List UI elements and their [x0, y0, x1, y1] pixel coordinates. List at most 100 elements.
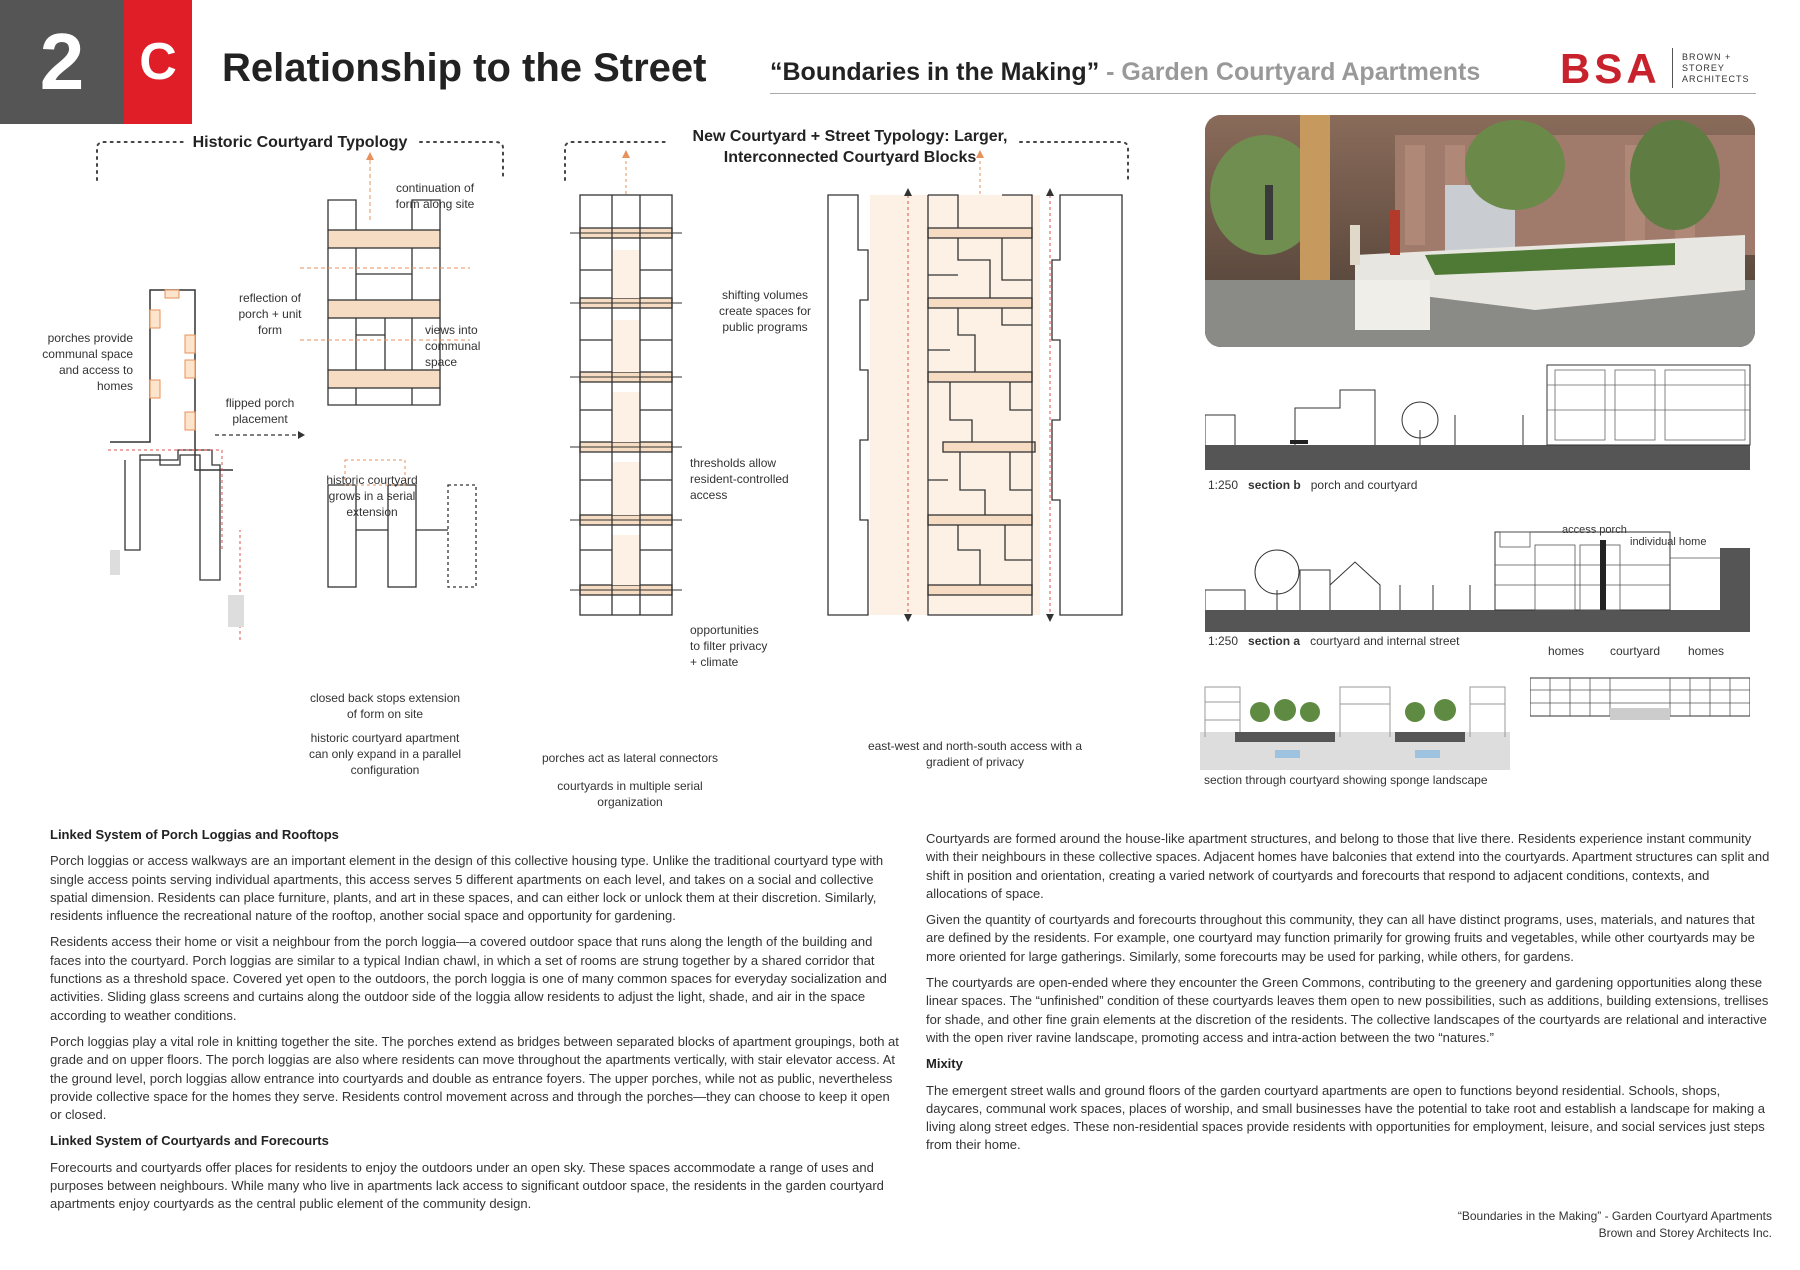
historic-parallel-block [108, 449, 477, 640]
section-b-scale: 1:250 [1208, 478, 1239, 492]
label-parallel-1: historic courtyard apartment [310, 731, 460, 745]
new-typology-header-line2: Interconnected Courtyard Blocks [723, 149, 977, 166]
label-views-2: communal [425, 339, 481, 353]
label-views: views into communal space [425, 322, 505, 370]
body-text-left: Linked System of Porch Loggias and Rooft… [50, 826, 900, 1222]
label-thresholds-3: access [690, 488, 728, 502]
label-parallel: historic courtyard apartment can only ex… [295, 730, 475, 778]
label-courtyard: courtyard [1610, 644, 1661, 658]
label-closed-2: of form on site [346, 707, 424, 721]
label-views-3: space [425, 355, 458, 369]
label-grows-3: extension [346, 505, 398, 519]
historic-typology-header: Historic Courtyard Typology [192, 134, 408, 151]
label-closed-1: closed back stops extension [309, 691, 461, 705]
typology-diagrams [96, 141, 1129, 640]
paragraph-6: Given the quantity of courtyards and for… [926, 912, 1755, 964]
section-b-tree [1401, 401, 1439, 445]
logo-subtext: BROWN + STOREY ARCHITECTS [1682, 52, 1750, 85]
label-thresholds-2: resident-controlled [690, 472, 789, 486]
section-a-tree [1254, 549, 1300, 610]
paragraph-4: Forecourts and courtyards offer places f… [50, 1159, 884, 1212]
courtyard-render-image [1205, 115, 1755, 347]
label-shifting: shifting volumes create spaces for publi… [705, 287, 825, 335]
heading-porch-loggias: Linked System of Porch Loggias and Rooft… [50, 827, 339, 842]
section-b-caption: 1:250 section b porch and courtyard [1208, 478, 1417, 492]
section-b-drawing [1205, 364, 1751, 470]
label-access-2: gradient of privacy [925, 755, 1025, 769]
sheet-number: 2 [0, 0, 124, 124]
label-individual-home: individual home [1630, 536, 1707, 548]
label-reflection-2: porch + unit [238, 307, 302, 321]
heading-mixity: Mixity [926, 1056, 963, 1072]
page-title: Relationship to the Street [222, 46, 707, 90]
footer-credit: “Boundaries in the Making” - Garden Cour… [1458, 1208, 1772, 1242]
label-porches: porches provide communal space and acces… [20, 330, 133, 394]
label-porches-2: communal space [42, 347, 133, 361]
section-b-desc: porch and courtyard [1310, 478, 1418, 492]
label-flipped-1: flipped porch [225, 396, 295, 410]
new-interconnected-block [827, 150, 1123, 622]
new-bracket [564, 141, 1129, 181]
label-shifting-3: public programs [722, 320, 808, 334]
label-thresholds: thresholds allow resident-controlled acc… [690, 455, 810, 503]
paragraph-7: The courtyards are open-ended where they… [926, 975, 1769, 1045]
section-a-drawing [1205, 531, 1750, 632]
subtitle-sub: - Garden Courtyard Apartments [1099, 58, 1481, 86]
logo-line-1: BROWN + [1682, 52, 1732, 62]
homes-courtyard-section [1530, 677, 1750, 720]
body-text-right: Courtyards are formed around the house-l… [926, 830, 1774, 1163]
heading-courtyards-forecourts: Linked System of Courtyards and Forecour… [50, 1133, 329, 1149]
paragraph-3: Porch loggias play a vital role in knitt… [50, 1033, 899, 1123]
label-access-porch: access porch [1562, 524, 1627, 536]
new-typology-header-line1: New Courtyard + Street Typology: Larger, [692, 128, 1008, 145]
sponge-caption: section through courtyard showing sponge… [1204, 773, 1488, 787]
section-a-scale: 1:250 [1208, 634, 1239, 648]
sponge-section-drawing [1200, 686, 1510, 770]
new-typology-header: New Courtyard + Street Typology: Larger,… [670, 126, 1030, 168]
label-views-1: views into [425, 323, 478, 337]
historic-bracket [96, 141, 504, 181]
label-continuation: continuation of form along site [380, 180, 490, 212]
logo-line-3: ARCHITECTS [1682, 74, 1750, 84]
label-filter: opportunities to filter privacy + climat… [690, 622, 800, 670]
label-flipped-2: placement [232, 412, 288, 426]
new-serial-courtyards [570, 150, 682, 616]
label-reflection: reflection of porch + unit form [220, 290, 320, 338]
label-shifting-1: shifting volumes [721, 288, 809, 302]
label-access: east-west and north-south access with a … [840, 738, 1110, 770]
bsa-logo: BSA [1560, 45, 1661, 92]
logo-divider [1672, 48, 1673, 88]
label-filter-3: + climate [690, 655, 739, 669]
label-continuation-1: continuation of [395, 181, 475, 195]
courtyard-render-graphic [1205, 115, 1755, 347]
label-reflection-3: form [258, 323, 282, 337]
label-reflection-1: reflection of [238, 291, 302, 305]
footer-line-1: “Boundaries in the Making” - Garden Cour… [1457, 1209, 1772, 1223]
label-serial-1: courtyards in multiple serial [557, 779, 703, 793]
label-parallel-3: configuration [350, 763, 420, 777]
label-homes-left: homes [1548, 644, 1585, 658]
subtitle-main: “Boundaries in the Making” [770, 58, 1100, 86]
footer-line-2: Brown and Storey Architects Inc. [1598, 1226, 1772, 1240]
sheet-letter: C [124, 0, 192, 124]
project-subtitle: “Boundaries in the Making” - Garden Cour… [770, 58, 1480, 87]
paragraph-5: Courtyards are formed around the house-l… [926, 831, 1770, 901]
label-serial-2: organization [597, 795, 663, 809]
section-a-desc: courtyard and internal street [1310, 634, 1460, 648]
section-a-caption: 1:250 section a courtyard and internal s… [1208, 634, 1460, 648]
label-thresholds-1: thresholds allow [690, 456, 777, 470]
section-b-name: section b [1248, 478, 1301, 492]
label-filter-2: to filter privacy [690, 639, 768, 653]
label-closed: closed back stops extension of form on s… [295, 690, 475, 722]
logo-line-2: STOREY [1682, 63, 1725, 73]
label-homes-right: homes [1688, 644, 1725, 658]
label-flipped: flipped porch placement [210, 395, 310, 427]
label-serial: courtyards in multiple serial organizati… [520, 778, 740, 810]
label-parallel-2: can only expand in a parallel [308, 747, 462, 761]
section-a-name: section a [1248, 634, 1301, 648]
label-shifting-2: create spaces for [718, 304, 812, 318]
label-access-1: east-west and north-south access with a [867, 739, 1083, 753]
paragraph-1: Porch loggias or access walkways are an … [50, 853, 884, 924]
label-lateral: porches act as lateral connectors [541, 751, 719, 765]
label-porches-1: porches provide [47, 331, 133, 345]
